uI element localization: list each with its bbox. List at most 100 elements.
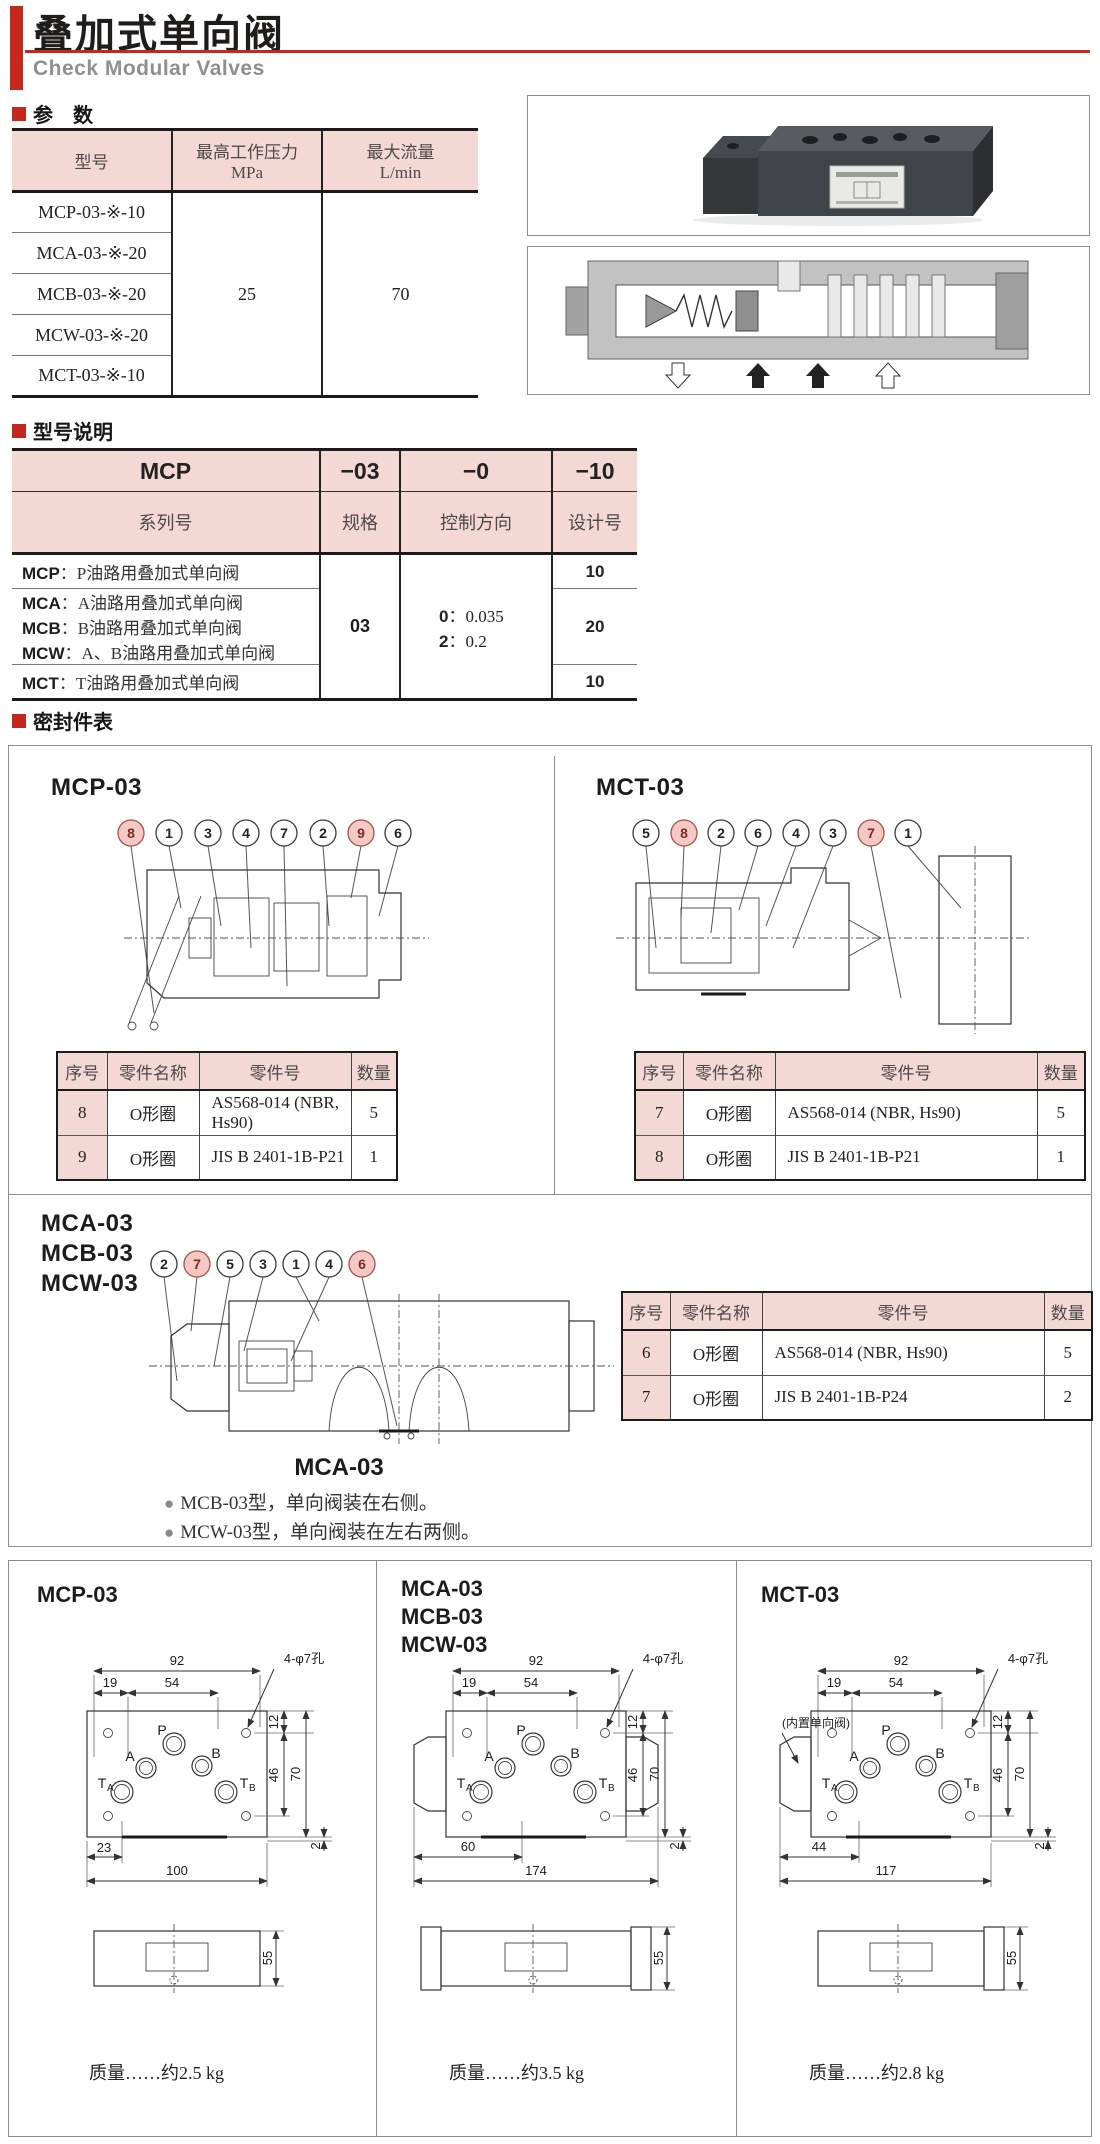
mcp-dim-title: MCP-03 [37,1582,118,1607]
svg-text:A: A [484,1748,494,1764]
cell-flow: 70 [321,191,478,397]
svg-text:4-φ7孔: 4-φ7孔 [1008,1651,1048,1666]
cell-name: 系列号 [12,491,320,555]
valve-outline [124,869,429,1031]
cell: 1 [350,1134,397,1180]
table-row: 7 O形圈 JIS B 2401-1B-P24 2 [622,1374,1092,1420]
svg-text:A: A [125,1748,135,1764]
svg-text:54: 54 [889,1675,903,1690]
cell-design: 10 [551,553,637,589]
svg-text:174: 174 [525,1863,547,1878]
note-line: ●MCB-03型，单向阀装在右侧。 [164,1493,438,1514]
svg-text:T: T [240,1775,249,1791]
cell-model: MCT-03-※-10 [38,365,145,385]
svg-text:2: 2 [667,1842,682,1849]
svg-text:2: 2 [1032,1842,1047,1849]
mca-dim-title: MCA-03 MCB-03 MCW-03 [401,1576,488,1657]
col-qty: 数量 [350,1052,397,1091]
cell-model: MCP-03-※-10 [12,191,172,233]
col-part-name: 零件名称 [106,1052,199,1091]
svg-text:92: 92 [170,1653,184,1668]
svg-text:2: 2 [717,825,725,841]
table-row: 8 O形圈 JIS B 2401-1B-P21 1 [635,1134,1085,1180]
mcp-seal-diagram: 8 1 3 4 7 2 9 6 [117,819,429,1031]
cell-spec: 03 [319,553,400,700]
svg-text:4: 4 [242,825,250,841]
svg-text:2: 2 [160,1256,168,1272]
svg-text:P: P [157,1722,166,1738]
mca-seal-table: 序号 零件名称 零件号 数量 6 O形圈 AS568-014 (NBR, Hs9… [621,1291,1093,1421]
svg-text:B: B [249,1783,256,1794]
page-title: 叠加式单向阀 [33,13,285,57]
mct-mass: 质量……约2.8 kg [809,2063,944,2083]
svg-text:B: B [973,1783,980,1794]
svg-text:46: 46 [266,1768,281,1782]
svg-text:5: 5 [642,825,650,841]
plate-outline [779,1710,992,1839]
plate-outline [86,1710,268,1839]
table-row: MCT-03-※-10 [12,356,478,397]
cell: 7 [635,1089,683,1135]
svg-text:T: T [98,1775,107,1791]
cell-name: 设计号 [551,491,637,555]
cell: O形圈 [106,1089,199,1135]
cell-code: −0 [399,449,552,492]
mca-mass: 质量……约3.5 kg [449,2063,584,2083]
mct-seal-diagram: 5 8 2 6 4 3 7 1 [616,819,1031,1034]
col-part-name: 零件名称 [682,1052,775,1091]
table-row: 7 O形圈 AS568-014 (NBR, Hs90) 5 [635,1089,1085,1135]
cell-design: 20 [551,588,637,665]
table-row: MCA-03-※-20 [12,232,478,274]
svg-text:60: 60 [461,1839,475,1854]
svg-text:3: 3 [204,825,212,841]
side-view [93,1924,261,1993]
cell-name: 规格 [319,491,400,555]
flow-arrows [664,362,902,389]
svg-text:5: 5 [226,1256,234,1272]
mcp-diagram-label: MCP-03 [51,774,143,801]
cell: 8 [635,1134,683,1180]
seals-heading-label: 密封件表 [33,712,113,734]
svg-text:7: 7 [867,825,875,841]
svg-text:23: 23 [97,1840,111,1855]
vertical-divider [376,1561,377,2136]
mcp-seal-table: 序号 零件名称 零件号 数量 8 O形圈 AS568-014 (NBR, Hs9… [56,1051,398,1181]
table-header-row: 序号 零件名称 零件号 数量 [635,1052,1085,1091]
seal-parts-panel: MCP-03 8 1 3 [8,745,1093,1547]
svg-text:12: 12 [625,1715,640,1729]
cross-section-drawing [565,260,1029,389]
params-heading-label: 参 数 [33,105,93,127]
red-square-icon [12,423,26,438]
svg-text:A: A [466,1783,473,1794]
svg-text:T: T [964,1775,973,1791]
cell-model: MCB-03-※-20 [12,273,172,315]
svg-text:9: 9 [357,825,365,841]
svg-text:3: 3 [259,1256,267,1272]
col-part-name: 零件名称 [669,1292,762,1331]
dimension-lines [779,1667,1052,1991]
svg-text:4-φ7孔: 4-φ7孔 [284,1651,324,1666]
svg-text:70: 70 [1012,1767,1027,1781]
cell-model: MCW-03-※-20 [12,314,172,356]
bullet-icon: ● [164,1523,175,1542]
cell: JIS B 2401-1B-P24 [761,1374,1044,1420]
red-square-icon [12,106,26,121]
svg-text:19: 19 [462,1675,476,1690]
svg-text:46: 46 [990,1768,1005,1782]
name-row: 系列号 规格 控制方向 设计号 [12,491,637,555]
table-row: MCP-03-※-10 25 70 [12,191,478,397]
table-header-row: 序号 零件名称 零件号 数量 [622,1292,1092,1331]
dimension-text: 92 19 54 4-φ7孔 (内置单向阀) 12 46 70 44 117 2… [782,1651,1048,1965]
product-photo [693,126,993,226]
svg-text:55: 55 [651,1951,666,1965]
col-part-number: 零件号 [198,1052,351,1091]
cell: JIS B 2401-1B-P21 [774,1134,1037,1180]
cell: 5 [1043,1329,1092,1375]
svg-text:A: A [831,1783,838,1794]
mct-dimension-drawing: 92 19 54 4-φ7孔 (内置单向阀) 12 46 70 44 117 2… [779,1651,1056,1993]
svg-text:A: A [107,1783,114,1794]
svg-text:4: 4 [325,1256,333,1272]
